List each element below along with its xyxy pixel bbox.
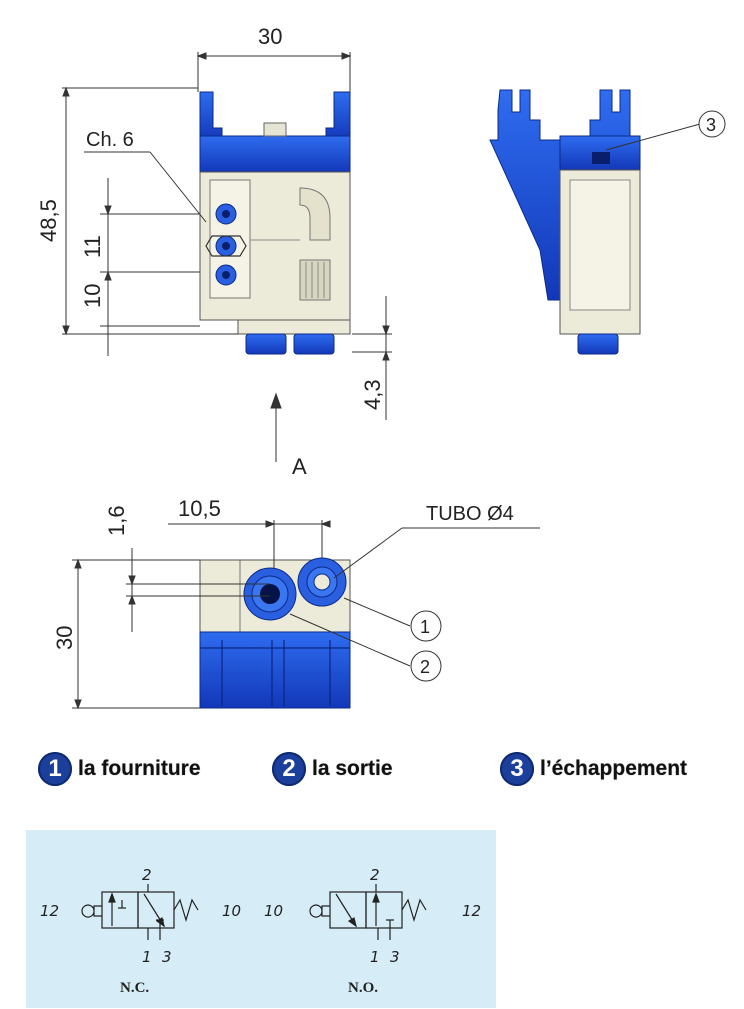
dim-11: 11	[80, 235, 105, 258]
legend-item-supply: 1 la fourniture	[38, 752, 201, 786]
dim-chave: Ch. 6	[86, 129, 134, 151]
legend-label: la sortie	[312, 757, 393, 780]
schema-panel	[26, 830, 496, 1008]
schema-no	[309, 884, 427, 940]
front-dimensions	[62, 52, 392, 462]
dim-width-top: 30	[258, 24, 282, 49]
no-port-1: 1	[370, 948, 380, 966]
legend-label: l’échappement	[540, 757, 688, 780]
nc-port-12: 12	[40, 902, 59, 920]
callout-3: 3	[706, 115, 716, 135]
bottom-view	[199, 557, 351, 709]
legend-item-exhaust: 3 l’échappement	[500, 752, 687, 786]
view-arrow-label: A	[292, 454, 307, 479]
no-label: N.O.	[348, 980, 378, 996]
tube-label: TUBO Ø4	[426, 503, 514, 525]
dim-1-6: 1,6	[104, 505, 129, 536]
dim-height-total: 48,5	[36, 199, 61, 242]
bottom-dimensions	[72, 520, 540, 710]
nc-port-2: 2	[142, 866, 152, 884]
nc-port-10: 10	[222, 902, 241, 920]
legend-label: la fourniture	[78, 757, 201, 780]
port-legend: 1 la fourniture 2 la sortie 3 l’échappem…	[0, 752, 744, 792]
callout-2: 2	[420, 657, 430, 677]
nc-port-1: 1	[142, 948, 152, 966]
legend-badge: 2	[272, 752, 306, 786]
nc-label: N.C.	[120, 980, 149, 996]
no-port-3: 3	[390, 948, 400, 966]
no-port-10: 10	[264, 902, 283, 920]
legend-item-output: 2 la sortie	[272, 752, 393, 786]
front-view	[199, 91, 351, 355]
legend-badge: 3	[500, 752, 534, 786]
dim-30-side: 30	[52, 626, 77, 650]
nc-port-3: 3	[162, 948, 172, 966]
callout-1: 1	[420, 617, 430, 637]
side-view	[489, 89, 726, 355]
no-port-2: 2	[370, 866, 380, 884]
dim-10: 10	[80, 284, 105, 308]
no-port-12: 12	[462, 902, 481, 920]
schema-nc	[81, 884, 199, 940]
legend-badge: 1	[38, 752, 72, 786]
dim-4-3: 4,3	[360, 379, 385, 410]
dim-10-5: 10,5	[178, 496, 221, 521]
